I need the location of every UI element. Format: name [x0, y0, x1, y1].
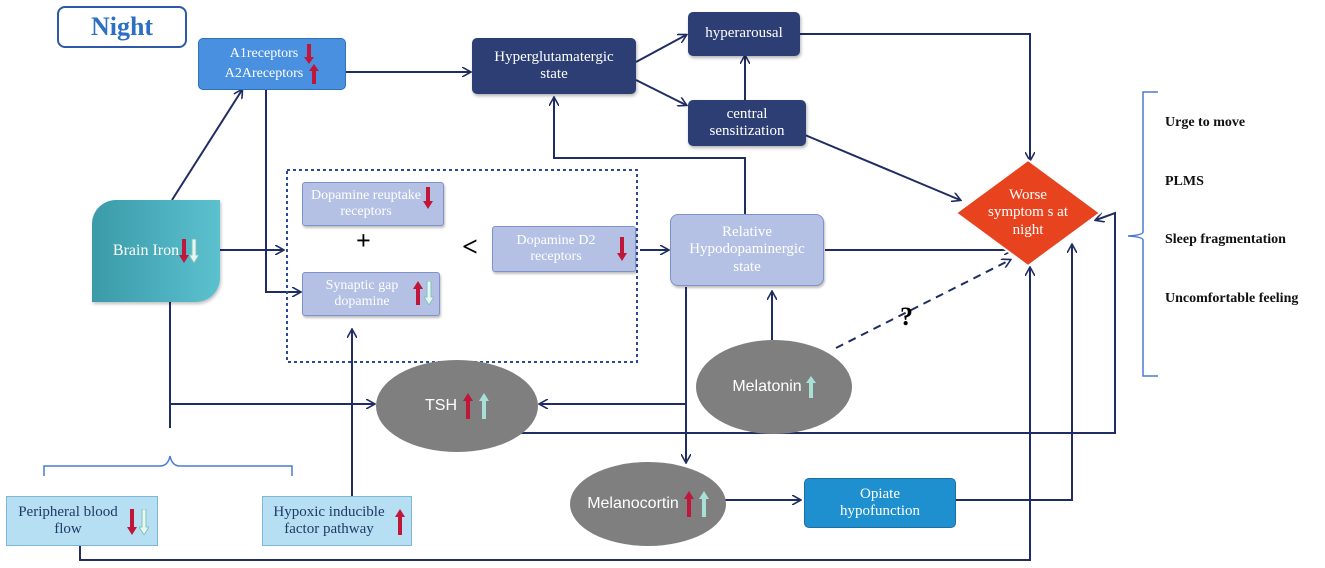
peripheral-blood-flow-node: Peripheral blood flow [6, 496, 158, 546]
up-arrow-icon [683, 491, 694, 517]
tsh-node: TSH [376, 360, 538, 452]
peripheral-blood-flow-label: Peripheral blood flow [18, 503, 118, 537]
brain-iron-node: Brain Iron [92, 200, 220, 302]
question-mark: ? [900, 302, 913, 331]
up-arrow-icon [395, 509, 405, 535]
a-receptors-node: A1receptors A2Areceptors [198, 38, 346, 90]
plus-operator: + [356, 226, 371, 255]
synaptic-gap-node: Synaptic gap dopamine [302, 272, 440, 316]
less-than-operator: < [462, 232, 478, 263]
hyperglutamatergic-node: Hyperglutamatergic state [472, 38, 636, 94]
melatonin-label: Melatonin [732, 378, 802, 395]
hyperarousal-node: hyperarousal [688, 12, 800, 56]
dopamine-d2-node: Dopamine D2 receptors [492, 226, 636, 272]
worse-symptoms-label: Worse symptom s at night [988, 187, 1069, 238]
night-title: Night [57, 6, 187, 48]
synaptic-gap-label: Synaptic gap dopamine [325, 277, 399, 309]
down-arrow-icon [423, 187, 433, 209]
a2a-receptors-label: A2Areceptors [224, 65, 304, 81]
up-arrow-icon [413, 281, 423, 305]
relative-hypodopaminergic-node: Relative Hypodopaminergic state [670, 214, 824, 286]
down-arrow-icon [179, 239, 190, 263]
up-arrow-icon [479, 393, 489, 419]
up-arrow-icon [698, 491, 709, 517]
worse-symptoms-diamond [954, 158, 1102, 268]
down-arrow-icon [127, 509, 137, 535]
central-sensitization-node: central sensitization [688, 100, 806, 146]
up-arrow-icon [463, 393, 473, 419]
symptom-uncomfortable-feeling: Uncomfortable feeling [1165, 291, 1299, 306]
down-arrow-icon [304, 44, 315, 64]
melanocortin-label: Melanocortin [587, 495, 679, 512]
dopamine-d2-label: Dopamine D2 receptors [516, 232, 596, 264]
up-arrow-icon [805, 376, 816, 398]
dopamine-reuptake-label: Dopamine reuptake receptors [310, 187, 421, 219]
brain-iron-label: Brain Iron [112, 241, 180, 259]
hypoxic-pathway-node: Hypoxic inducible factor pathway [262, 496, 412, 546]
down-arrow-icon [424, 281, 434, 305]
tsh-label: TSH [425, 397, 457, 414]
down-arrow-icon [189, 239, 200, 263]
a1-receptors-label: A1receptors [229, 45, 299, 61]
down-arrow-icon [139, 509, 149, 535]
symptom-urge-to-move: Urge to move [1165, 115, 1246, 130]
up-arrow-icon [309, 64, 320, 84]
melanocortin-node: Melanocortin [570, 462, 726, 546]
symptom-plms: PLMS [1165, 174, 1204, 189]
hypoxic-pathway-label: Hypoxic inducible factor pathway [273, 503, 385, 537]
down-arrow-icon [617, 237, 627, 261]
dopamine-reuptake-node: Dopamine reuptake receptors [302, 182, 444, 226]
melatonin-node: Melatonin [696, 340, 852, 434]
symptom-sleep-fragmentation: Sleep fragmentation [1165, 232, 1286, 247]
opiate-hypofunction-node: Opiate hypofunction [804, 478, 956, 528]
